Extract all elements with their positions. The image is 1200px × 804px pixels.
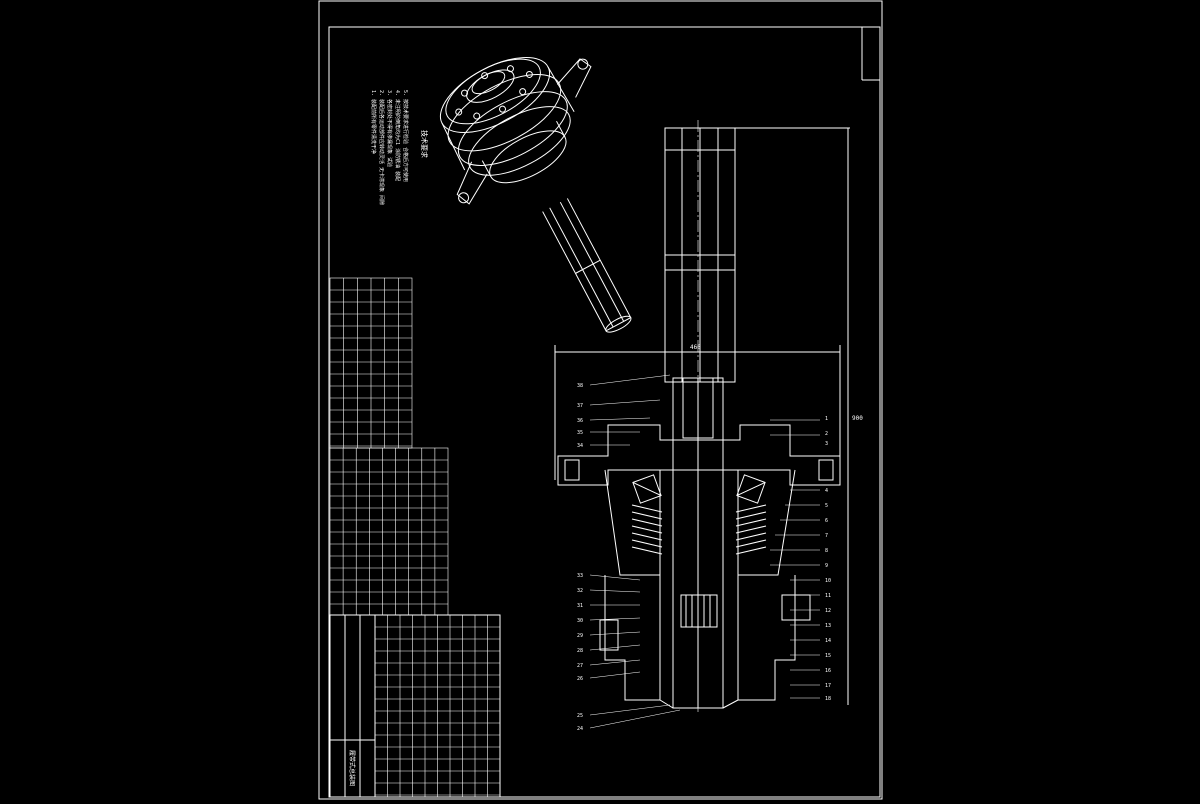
part-number: 26 xyxy=(577,676,583,682)
part-number: 8 xyxy=(825,548,828,554)
part-numbers-left: 38 37 36 35 34 33 32 31 30 29 28 27 26 2… xyxy=(577,383,583,732)
bearings xyxy=(632,474,766,504)
part-number: 35 xyxy=(577,430,583,436)
part-number: 6 xyxy=(825,518,828,524)
part-number: 24 xyxy=(577,726,583,732)
part-number: 29 xyxy=(577,633,583,639)
notes-line-5: 5. 按技术要求进行检验 合格后方可使用 xyxy=(402,90,409,182)
notes-line-1: 1. 装配前所有零件清洗干净 xyxy=(370,90,377,154)
part-number: 9 xyxy=(825,563,828,569)
part-number: 27 xyxy=(577,663,583,669)
part-number: 2 xyxy=(825,431,828,437)
part-number: 17 xyxy=(825,683,831,689)
technical-notes: 1. 装配前所有零件清洗干净 2. 装配后各运动部件应转动灵活 无卡滞现象 间隙… xyxy=(370,90,429,205)
title-block-name: 履带式总装图 xyxy=(348,750,356,786)
part-number: 12 xyxy=(825,608,831,614)
spring-stack xyxy=(631,504,767,555)
sheet-frame xyxy=(318,0,883,800)
part-number: 10 xyxy=(825,578,831,584)
part-number: 37 xyxy=(577,403,583,409)
part-number: 13 xyxy=(825,623,831,629)
bom-block xyxy=(329,447,449,616)
dimension-900: 900 xyxy=(852,415,863,422)
part-number: 4 xyxy=(825,488,828,494)
part-number: 28 xyxy=(577,648,583,654)
part-number: 30 xyxy=(577,618,583,624)
notes-line-2: 2. 装配后各运动部件应转动灵活 无卡滞现象 间隙 xyxy=(378,90,385,205)
section-view: 460 900 xyxy=(554,120,863,732)
part-number: 18 xyxy=(825,696,831,702)
bill-of-materials xyxy=(329,277,501,798)
notes-line-3: 3. 各密封处不得有渗漏现象 试验 xyxy=(386,90,393,167)
leaders-left xyxy=(589,374,681,729)
part-number: 36 xyxy=(577,418,583,424)
part-number: 25 xyxy=(577,713,583,719)
isometric-view xyxy=(439,57,632,333)
part-number: 5 xyxy=(825,503,828,509)
part-number: 31 xyxy=(577,603,583,609)
part-number: 14 xyxy=(825,638,831,644)
part-number: 34 xyxy=(577,443,583,449)
part-number: 33 xyxy=(577,573,583,579)
part-numbers-right: 1 2 3 4 5 6 7 8 9 10 11 12 13 14 15 16 1… xyxy=(825,416,831,702)
part-number: 38 xyxy=(577,383,583,389)
part-number: 1 xyxy=(825,416,828,422)
leaders-right xyxy=(770,419,820,699)
part-number: 3 xyxy=(825,441,828,447)
part-number: 32 xyxy=(577,588,583,594)
part-number: 16 xyxy=(825,668,831,674)
notes-title: 技术要求 xyxy=(420,130,429,158)
dimension-460: 460 xyxy=(690,344,701,351)
title-block: 履带式总装图 xyxy=(329,614,501,798)
part-number: 11 xyxy=(825,593,831,599)
part-number: 7 xyxy=(825,533,828,539)
notes-line-4: 4. 未注明的倒角均为C1 涂防锈油 装配 xyxy=(394,90,401,181)
part-number: 15 xyxy=(825,653,831,659)
